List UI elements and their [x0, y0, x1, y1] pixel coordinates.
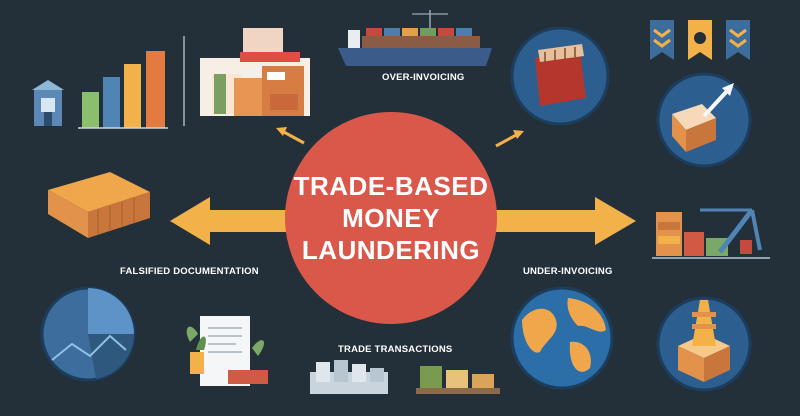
left-arrow-icon [170, 197, 300, 245]
label-over-invoicing: OVER-INVOICING [382, 72, 465, 83]
right-arrow-icon [483, 197, 636, 245]
storefront-icon [200, 28, 310, 116]
label-trade-transactions: TRADE TRANSACTIONS [338, 344, 453, 355]
arrow-up-left-icon [276, 127, 305, 145]
document-box-icon [510, 26, 610, 126]
title-line-1: TRADE-BASED [293, 171, 489, 201]
label-falsified-documentation: FALSIFIED DOCUMENTATION [120, 266, 259, 277]
bank-building-icon [32, 80, 64, 126]
arrow-up-right-icon [495, 130, 524, 148]
port-crane-icon [652, 208, 770, 259]
title-circle: TRADE-BASED MONEY LAUNDERING [285, 112, 497, 324]
title-line-2: MONEY [342, 203, 440, 233]
shipping-container-icon [48, 172, 150, 238]
label-under-invoicing: UNDER-INVOICING [523, 266, 613, 277]
chevron-banners-icon [650, 20, 750, 60]
tower-box-icon [656, 296, 752, 392]
title-line-3: LAUNDERING [301, 235, 481, 265]
globe-icon [510, 286, 614, 390]
cargo-ship-icon [338, 10, 492, 66]
box-with-arrow-icon [656, 72, 752, 168]
plant-document-icon [186, 316, 268, 386]
stacked-goods-icon [310, 360, 500, 394]
pie-chart-icon [40, 286, 136, 382]
bar-chart-icon [78, 51, 168, 129]
